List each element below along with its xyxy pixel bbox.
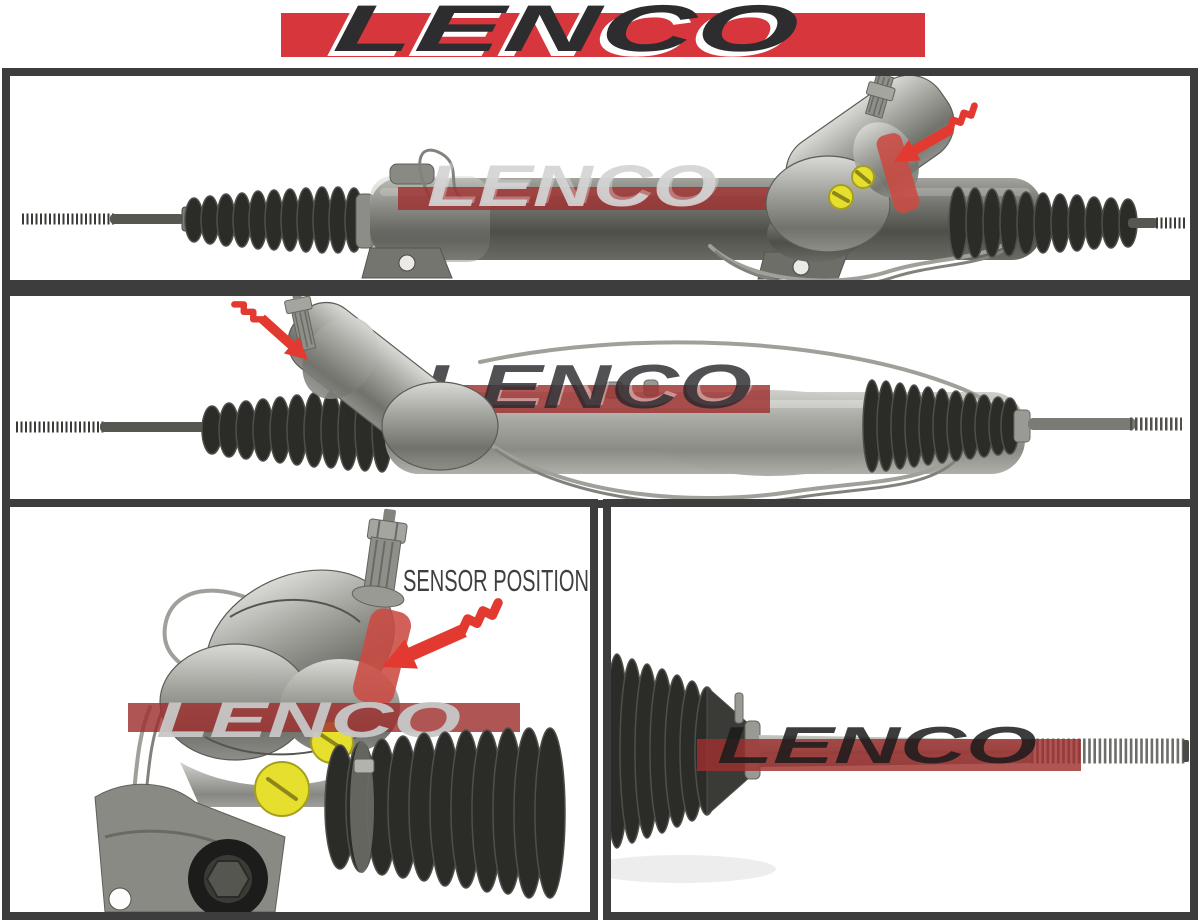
rack-illustration-a: LENCO LENCO: [22, 76, 1186, 280]
tie-rod-left: [16, 414, 216, 440]
steering-gear-housing: [284, 296, 499, 471]
tie-rod-left: [22, 206, 194, 232]
sensor-highlight: [352, 608, 412, 706]
boot-clamp: [350, 741, 374, 873]
input-shaft: [864, 76, 896, 119]
watermark-band: [398, 187, 822, 210]
tie-rod-right: [1128, 217, 1186, 229]
bellows-boot-left: [184, 186, 364, 254]
watermark: LENCO: [697, 717, 1081, 775]
bellows-boot-right: [948, 186, 1138, 260]
watermark-text: LENCO: [717, 717, 1037, 775]
panel-rack-view-a: LENCO LENCO: [2, 68, 1198, 288]
watermark: LENCO LENCO: [398, 151, 822, 219]
panel-sensor-closeup: SENSOR POSITION LENCO: [2, 499, 598, 920]
watermark-text: LENCO: [156, 692, 461, 748]
logo-text: LENCO: [330, 0, 805, 66]
hydraulic-lines: [418, 148, 1022, 280]
sensor-arrow-icon: [894, 102, 978, 162]
shadow: [611, 855, 776, 883]
watermark-band: [128, 703, 520, 732]
tie-rod-illustration: LENCO: [611, 653, 1189, 883]
mounting-bracket: [94, 783, 286, 912]
logo-text-shadow: LENCO: [323, 0, 798, 70]
sensor-arrow-icon: [231, 301, 308, 360]
panel-tie-rod-closeup: LENCO: [603, 499, 1198, 920]
sensor-highlight: [876, 133, 920, 213]
input-shaft: [284, 296, 317, 352]
hex-bolt: [205, 860, 251, 898]
watermark-text: LENCO: [427, 154, 717, 219]
tie-rod-right: [1013, 409, 1182, 443]
rack-illustration-b: LENCO LENCO: [16, 296, 1182, 500]
watermark-text-shadow: LENCO: [430, 151, 720, 216]
input-shaft: [351, 508, 408, 608]
boot-pin: [734, 692, 744, 724]
sensor-arrow-icon: [382, 598, 503, 669]
bellows-boot: [324, 727, 566, 899]
sensor-closeup-illustration: SENSOR POSITION LENCO: [94, 508, 589, 912]
logo-banner: LENCO LENCO: [281, 0, 925, 70]
watermark-band: [697, 739, 1081, 771]
watermark: LENCO: [128, 692, 520, 748]
panel-rack-view-b: LENCO LENCO: [2, 288, 1198, 508]
bellows-boot-right: [862, 379, 1020, 473]
logo-red-band: [281, 13, 925, 57]
sensor-position-label: SENSOR POSITION: [403, 563, 589, 598]
bleed-cap-group: [828, 165, 875, 210]
